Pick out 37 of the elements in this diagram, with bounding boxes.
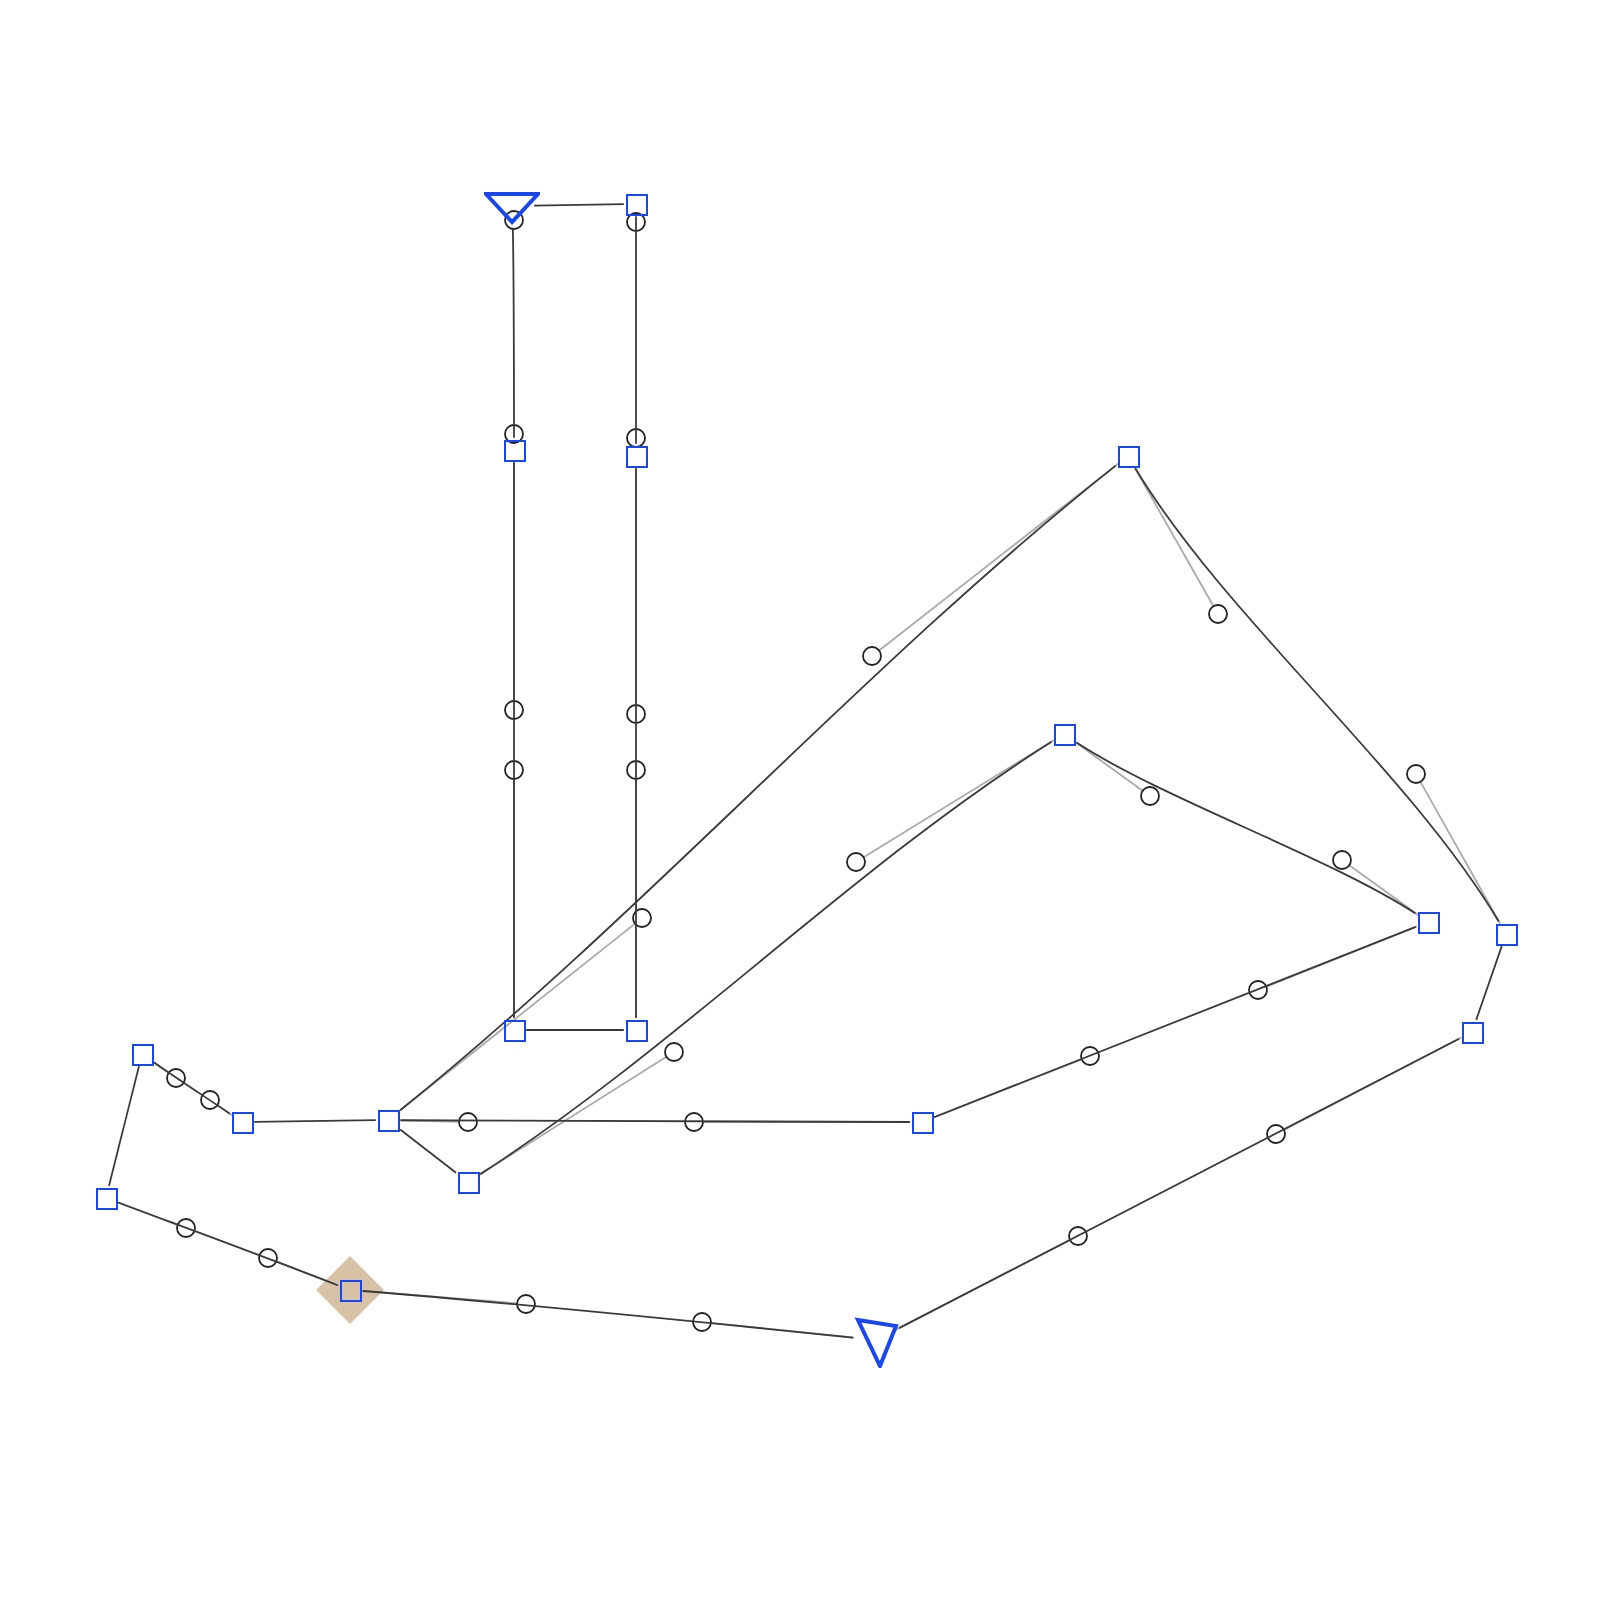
anchor-point — [1417, 911, 1439, 933]
anchor-point — [131, 1043, 153, 1065]
anchor-point — [503, 1019, 525, 1041]
anchor-point — [625, 445, 647, 467]
path-segment — [635, 467, 637, 1019]
path-segment — [399, 1119, 911, 1123]
path-segment — [511, 227, 515, 439]
anchor-point — [1117, 445, 1139, 467]
path-segment — [253, 1119, 377, 1123]
anchor-point — [231, 1111, 253, 1133]
path-segment — [399, 1128, 457, 1174]
path-segment — [361, 1290, 854, 1339]
anchor-point — [1495, 923, 1517, 945]
path-segment — [479, 740, 1053, 1176]
path-segment — [533, 203, 625, 207]
anchor-point — [95, 1187, 117, 1209]
path-segment — [108, 1065, 140, 1187]
anchor-point — [625, 193, 647, 215]
path-segment — [1075, 741, 1417, 915]
anchor-point — [503, 439, 525, 461]
anchor-point — [625, 1019, 647, 1041]
anchor-point — [911, 1111, 933, 1133]
path-segment — [399, 464, 1117, 1112]
anchor-point — [457, 1171, 479, 1193]
path-segment — [898, 1037, 1460, 1330]
path-segment — [525, 1029, 625, 1031]
path-segment — [1475, 945, 1503, 1021]
path-segment — [513, 461, 515, 1019]
anchor-point — [339, 1279, 361, 1301]
path-segment — [153, 1061, 231, 1115]
path-segment — [1134, 467, 1500, 923]
anchor-point — [1053, 723, 1075, 745]
path-segment — [933, 926, 1417, 1119]
path-segment — [117, 1201, 339, 1287]
anchor-point — [1461, 1021, 1483, 1043]
path-segment — [635, 215, 637, 445]
anchor-point — [377, 1109, 399, 1131]
